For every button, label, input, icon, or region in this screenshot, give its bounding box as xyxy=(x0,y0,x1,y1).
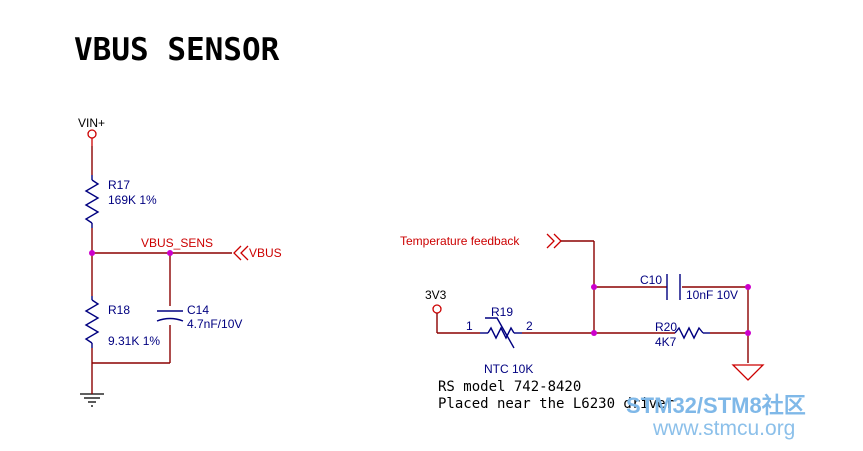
junction-dot xyxy=(745,330,751,336)
3v3-power-symbol: 3V3 xyxy=(425,288,447,333)
r19-ref: R19 xyxy=(491,305,513,319)
r17-ref: R17 xyxy=(108,178,130,192)
ground-icon xyxy=(80,388,104,407)
capacitor-c14: C14 4.7nF/10V xyxy=(156,303,242,331)
resistor-r18: R18 9.31K 1% xyxy=(84,296,160,348)
junction-dot xyxy=(89,250,95,256)
vbus-sens-net-label: VBUS_SENS xyxy=(141,236,213,250)
note-line-2: Placed near the L6230 driver xyxy=(438,396,674,412)
resistor-r20: R20 4K7 xyxy=(640,320,710,349)
vbus-port-label: VBUS xyxy=(249,246,282,260)
r20-value: 4K7 xyxy=(655,335,677,349)
watermark-line-2: www.stmcu.org xyxy=(652,417,795,440)
page-title: VBUS SENSOR xyxy=(74,32,280,68)
main-wires-right xyxy=(437,241,749,363)
junction-dot xyxy=(167,250,173,256)
watermark-line-1: STM32/STM8社区 xyxy=(626,393,806,418)
temp-feedback-net-label: Temperature feedback xyxy=(400,234,520,248)
r18-ref: R18 xyxy=(108,303,130,317)
c14-ref: C14 xyxy=(187,303,209,317)
c10-ref: C10 xyxy=(640,273,662,287)
3v3-label: 3V3 xyxy=(425,288,447,302)
temp-feedback-port-symbol xyxy=(546,233,594,249)
ground-arrow-icon xyxy=(731,364,765,381)
junction-dot xyxy=(591,284,597,290)
junction-dot xyxy=(745,284,751,290)
note-line-1: RS model 742-8420 xyxy=(438,379,581,395)
resistor-r17: R17 169K 1% xyxy=(84,175,157,228)
main-wires-left xyxy=(91,146,232,388)
c14-value: 4.7nF/10V xyxy=(187,317,242,331)
r20-ref: R20 xyxy=(655,320,677,334)
r19-pin2: 2 xyxy=(526,319,533,333)
vin-power-symbol: VIN+ xyxy=(78,116,105,146)
r19-value: NTC 10K xyxy=(484,362,533,376)
thermistor-r19: R19 1 2 NTC 10K xyxy=(466,305,533,376)
r18-value: 9.31K 1% xyxy=(108,334,160,348)
capacitor-c10: C10 10nF 10V xyxy=(640,273,738,302)
vbus-port-symbol: VBUS xyxy=(233,245,282,261)
c10-value: 10nF 10V xyxy=(686,288,738,302)
junction-dot xyxy=(591,330,597,336)
r19-pin1: 1 xyxy=(466,319,473,333)
r17-value: 169K 1% xyxy=(108,193,157,207)
vin-label: VIN+ xyxy=(78,116,105,130)
